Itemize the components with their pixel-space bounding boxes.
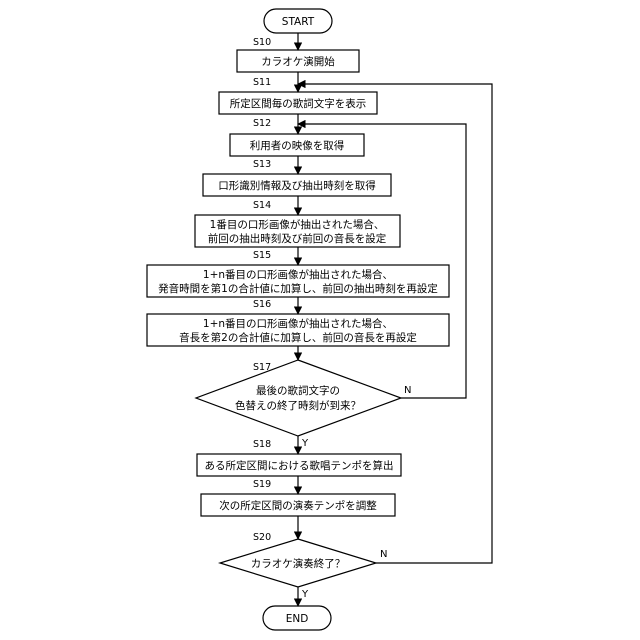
process-text-s16-line2: 音長を第2の合計値に加算し、前回の音長を再設定	[179, 331, 417, 344]
step-id-s11: S11	[253, 77, 271, 88]
process-text-s12: 利用者の映像を取得	[250, 140, 345, 152]
branch-label-s17-no: N	[404, 385, 411, 396]
process-text-s18: ある所定区間における歌唱テンポを算出	[205, 459, 394, 472]
process-text-s16-line1: 1+n番目の口形画像が抽出された場合、	[203, 317, 393, 330]
start-label: START	[282, 16, 315, 28]
process-text-s15-line1: 1+n番目の口形画像が抽出された場合、	[203, 268, 393, 281]
decision-diamond-s17	[196, 360, 401, 436]
step-id-s12: S12	[253, 118, 271, 129]
process-text-s10: カラオケ演開始	[261, 55, 335, 68]
process-text-s14-line1: 1番目の口形画像が抽出された場合、	[210, 218, 385, 231]
process-text-s15-line2: 発音時間を第1の合計値に加算し、前回の抽出時刻を再設定	[158, 282, 438, 295]
process-text-s19: 次の所定区間の演奏テンポを調整	[219, 499, 377, 512]
step-id-s19: S19	[253, 479, 271, 490]
step-id-s14: S14	[253, 200, 271, 211]
step-id-s13: S13	[253, 159, 271, 170]
loop-s17-to-s12	[298, 124, 466, 398]
decision-text-s17-line1: 最後の歌詞文字の	[256, 384, 340, 397]
end-label: END	[286, 613, 309, 625]
process-text-s13: 口形識別情報及び抽出時刻を取得	[218, 179, 376, 192]
branch-label-s20-no: N	[380, 549, 387, 560]
process-text-s11: 所定区間毎の歌詞文字を表示	[230, 97, 367, 110]
step-id-s20: S20	[253, 532, 271, 543]
decision-text-s20: カラオケ演奏終了？	[251, 557, 346, 570]
branch-label-s17-yes: Y	[301, 438, 309, 449]
step-id-s16: S16	[253, 299, 271, 310]
step-id-s10: S10	[253, 37, 271, 48]
branch-label-s20-yes: Y	[301, 589, 309, 600]
step-id-s18: S18	[253, 439, 271, 450]
decision-text-s17-line2: 色替えの終了時刻が到来？	[235, 399, 361, 412]
process-text-s14-line2: 前回の抽出時刻及び前回の音長を設定	[208, 232, 387, 245]
step-id-s15: S15	[253, 250, 271, 261]
